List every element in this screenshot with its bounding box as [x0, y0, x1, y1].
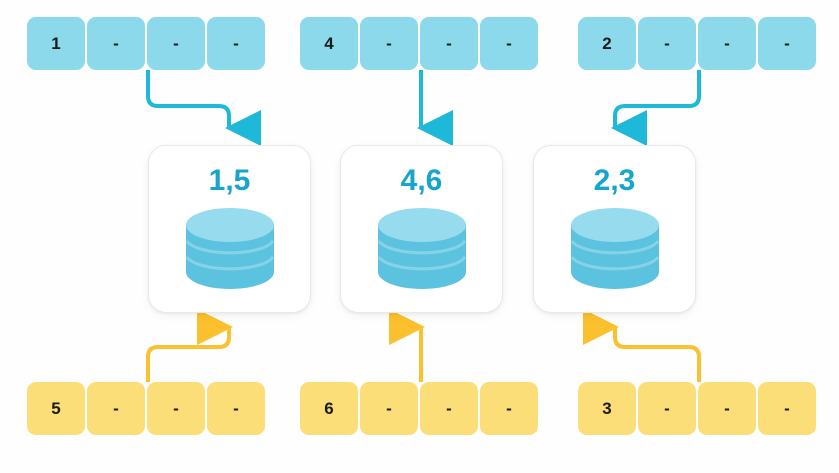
- node-label: 4,6: [400, 164, 443, 197]
- database-icon: [374, 208, 470, 295]
- cell[interactable]: -: [420, 17, 478, 70]
- node-label: 2,3: [593, 164, 636, 197]
- arrow-blue-left: [146, 70, 261, 146]
- bottom-row-2: 6 - - -: [300, 382, 538, 435]
- node-card-1[interactable]: 1,5: [148, 145, 311, 313]
- cell[interactable]: 3: [578, 382, 636, 435]
- top-row-3: 2 - - -: [578, 17, 816, 70]
- cell[interactable]: 2: [578, 17, 636, 70]
- arrow-yellow-left: [146, 309, 233, 382]
- cell[interactable]: -: [360, 382, 418, 435]
- cell[interactable]: 1: [27, 17, 85, 70]
- cell[interactable]: -: [207, 17, 265, 70]
- cell[interactable]: -: [147, 382, 205, 435]
- database-icon: [567, 208, 663, 295]
- arrow-yellow-right: [583, 309, 701, 382]
- bottom-row-3: 3 - - -: [578, 382, 816, 435]
- cell[interactable]: -: [87, 17, 145, 70]
- cell[interactable]: -: [207, 382, 265, 435]
- node-card-2[interactable]: 4,6: [340, 145, 503, 313]
- cell[interactable]: -: [698, 17, 756, 70]
- node-label: 1,5: [208, 164, 251, 197]
- cell[interactable]: -: [147, 17, 205, 70]
- cell[interactable]: -: [87, 382, 145, 435]
- cell[interactable]: -: [480, 17, 538, 70]
- cell[interactable]: -: [638, 382, 696, 435]
- arrow-blue-right: [611, 70, 701, 146]
- bottom-row-1: 5 - - -: [27, 382, 265, 435]
- cell[interactable]: -: [480, 382, 538, 435]
- database-icon: [182, 208, 278, 295]
- cell[interactable]: -: [360, 17, 418, 70]
- top-row-1: 1 - - -: [27, 17, 265, 70]
- cell[interactable]: -: [638, 17, 696, 70]
- node-card-3[interactable]: 2,3: [533, 145, 696, 313]
- cell[interactable]: 5: [27, 382, 85, 435]
- cell[interactable]: -: [698, 382, 756, 435]
- cell[interactable]: -: [758, 382, 816, 435]
- top-row-2: 4 - - -: [300, 17, 538, 70]
- cell[interactable]: 4: [300, 17, 358, 70]
- cell[interactable]: -: [420, 382, 478, 435]
- cell[interactable]: 6: [300, 382, 358, 435]
- cell[interactable]: -: [758, 17, 816, 70]
